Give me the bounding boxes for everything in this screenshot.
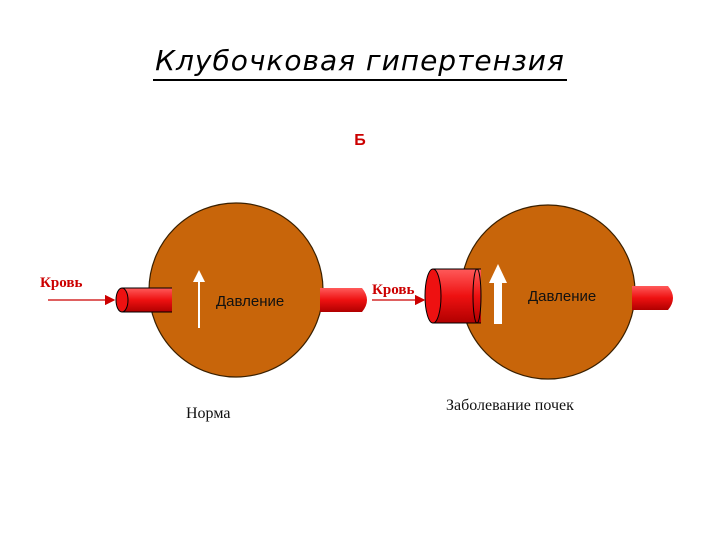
disease-caption: Заболевание почек (446, 397, 574, 414)
disease-efferent-vessel (632, 286, 673, 310)
normal-panel: Кровь Давление Норма (40, 202, 367, 422)
normal-pressure-label: Давление (216, 293, 284, 310)
normal-glomerulus (148, 202, 324, 378)
disease-panel: Кровь Давление Заболевание почек (372, 204, 673, 414)
normal-blood-label: Кровь (40, 275, 82, 291)
disease-pressure-arrow (489, 264, 507, 324)
normal-pressure-arrow (193, 270, 205, 328)
slide-title: Клубочковая гипертензия (0, 44, 720, 81)
panel-marker: Б (354, 132, 366, 149)
normal-afferent-vessel (115, 287, 172, 313)
disease-afferent-vessel (424, 268, 482, 324)
normal-caption: Норма (186, 405, 230, 422)
normal-efferent-vessel (320, 288, 367, 312)
disease-pressure-label: Давление (528, 288, 596, 305)
disease-blood-label: Кровь (372, 282, 414, 298)
